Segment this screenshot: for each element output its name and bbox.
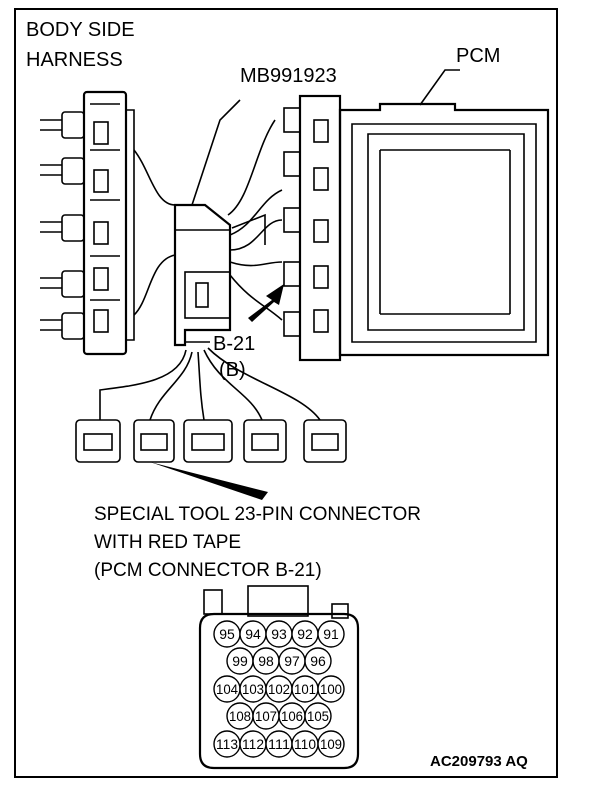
branch-connectors: [75, 347, 347, 500]
connector-group-label: (B): [219, 359, 246, 381]
pin-connector-face: [198, 585, 360, 770]
body-side-label-line2: HARNESS: [26, 49, 123, 71]
pin-number: 94: [245, 626, 261, 642]
special-tool-line1: SPECIAL TOOL 23-PIN CONNECTOR: [94, 504, 421, 525]
pin-number: 111: [268, 736, 290, 752]
figure-code: AC209793 AQ: [430, 753, 528, 770]
pcm-label: PCM: [456, 45, 500, 67]
pin-number: 105: [307, 708, 329, 724]
diagram-frame: [14, 8, 558, 778]
body-side-label-line1: BODY SIDE: [26, 19, 135, 41]
pin-circle: [317, 730, 345, 758]
pin-number: 97: [284, 653, 300, 669]
pin-number: 101: [294, 681, 316, 697]
pin-number: 99: [232, 653, 248, 669]
special-tool-line3: (PCM CONNECTOR B-21): [94, 560, 322, 581]
pcm-unit: [283, 69, 550, 362]
pin-circle: [304, 647, 332, 675]
special-tool-body: [133, 99, 284, 347]
pin-number: 109: [320, 736, 342, 752]
pin-number: 92: [297, 626, 313, 642]
pin-number: 93: [271, 626, 287, 642]
pin-circle: [317, 675, 345, 703]
pin-number: 113: [216, 736, 238, 752]
pin-number: 106: [281, 708, 303, 724]
pin-number: 98: [258, 653, 274, 669]
pin-number: 108: [229, 708, 251, 724]
pin-number: 102: [268, 681, 290, 697]
pin-circle: [317, 620, 345, 648]
pin-number: 95: [219, 626, 235, 642]
pin-number: 103: [242, 681, 264, 697]
connector-id-label: B-21: [213, 333, 255, 355]
pin-number: 104: [216, 681, 238, 697]
body-side-harness: [40, 90, 135, 356]
special-tool-line2: WITH RED TAPE: [94, 532, 241, 553]
pin-number: 110: [294, 736, 316, 752]
pin-number: 91: [323, 626, 339, 642]
pin-number: 107: [255, 708, 277, 724]
pin-number: 112: [242, 736, 264, 752]
pin-number: 96: [310, 653, 326, 669]
tool-number-label: MB991923: [240, 65, 337, 87]
pin-number: 100: [320, 681, 342, 697]
pin-circle: [304, 702, 332, 730]
